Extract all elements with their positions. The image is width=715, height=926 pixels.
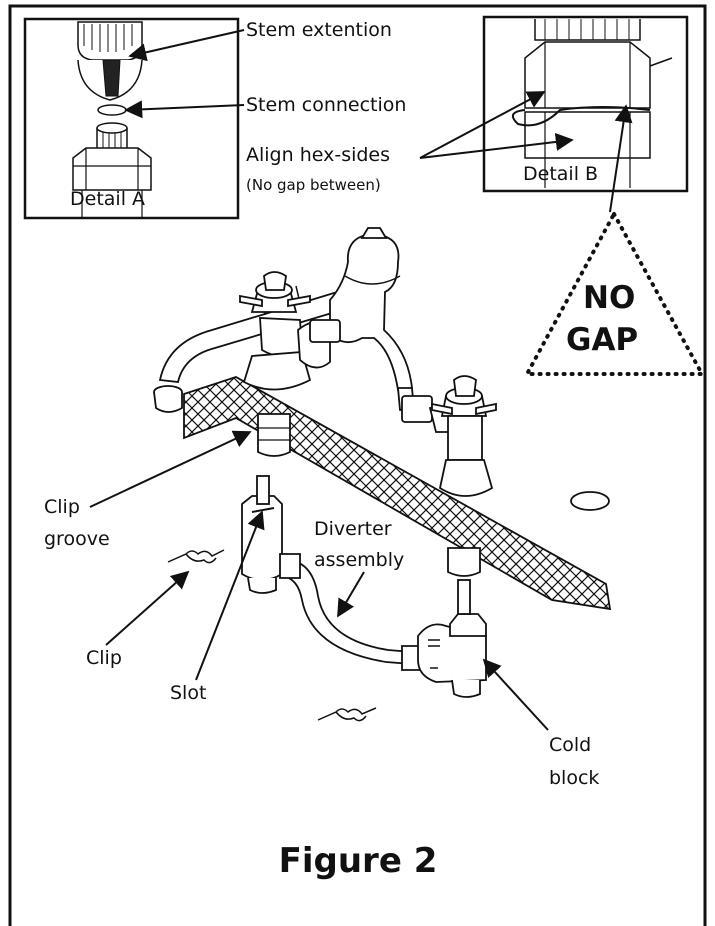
faucet bbox=[153, 227, 497, 577]
clip-groove-label-1: Clip bbox=[44, 496, 80, 518]
diverter-label-1: Diverter bbox=[314, 518, 392, 540]
no-gap-warning: NO GAP bbox=[523, 104, 706, 376]
outer-frame bbox=[8, 4, 707, 926]
detail-a: Detail A bbox=[23, 17, 240, 220]
clip-arrow bbox=[105, 570, 190, 646]
align-arrow-lower bbox=[419, 132, 574, 159]
detail-a-title: Detail A bbox=[70, 188, 145, 210]
cold-block-label-2: block bbox=[549, 767, 599, 789]
diverter-assembly bbox=[241, 475, 487, 698]
diverter-label-2: assembly bbox=[314, 549, 404, 571]
detail-b-illustration bbox=[511, 19, 673, 188]
slot-arrow bbox=[195, 510, 265, 681]
detail-b: Detail B bbox=[482, 15, 689, 193]
faucet-cap-nut bbox=[360, 227, 388, 239]
clip-groove-arrow bbox=[89, 430, 252, 508]
diverter-hose bbox=[281, 559, 413, 665]
detail-b-title: Detail B bbox=[523, 163, 598, 185]
cold-block-label-1: Cold bbox=[549, 734, 591, 756]
clip-left bbox=[167, 549, 225, 564]
warning-line-2: GAP bbox=[566, 322, 638, 358]
stem-extension-arrow bbox=[128, 29, 245, 62]
slot-label: Slot bbox=[170, 682, 206, 704]
warning-line-1: NO bbox=[583, 280, 635, 316]
clip-groove-label-2: groove bbox=[44, 528, 110, 550]
no-gap-arrow bbox=[609, 104, 633, 213]
countertop-hole bbox=[570, 491, 610, 511]
detail-a-illustration bbox=[72, 21, 152, 217]
diverter-arrow bbox=[337, 571, 365, 618]
align-hex-sides-label: Align hex-sides bbox=[246, 144, 390, 166]
figure-title: Figure 2 bbox=[279, 841, 438, 881]
hot-block bbox=[241, 495, 283, 581]
stem-extension-label: Stem extention bbox=[246, 19, 392, 41]
no-gap-between-note: (No gap between) bbox=[246, 176, 381, 194]
clip-label: Clip bbox=[86, 647, 122, 669]
cold-block-arrow bbox=[482, 658, 549, 731]
align-arrow-upper bbox=[419, 91, 546, 159]
warning-triangle bbox=[523, 209, 706, 376]
stem-connection-label: Stem connection bbox=[246, 94, 406, 116]
faucet-central-body bbox=[329, 233, 413, 392]
stem-connection-arrow bbox=[124, 100, 245, 119]
clip-right bbox=[317, 707, 377, 722]
